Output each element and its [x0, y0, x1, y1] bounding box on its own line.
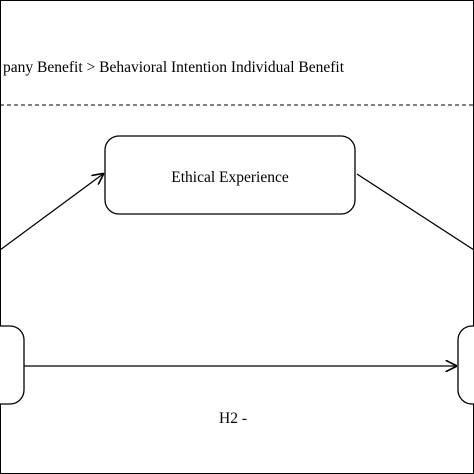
direct-path-label: H2 -	[219, 410, 247, 427]
node-left-box	[0, 325, 25, 405]
arrow-left-to-mediator	[0, 174, 103, 251]
node-ethical-experience-label: Ethical Experience	[171, 169, 289, 186]
node-ethical-experience: Ethical Experience	[104, 135, 356, 215]
arrow-mediator-to-right	[356, 173, 474, 251]
node-left	[0, 325, 25, 405]
node-right-box	[457, 325, 474, 405]
node-right	[457, 325, 474, 405]
header-text: pany Benefit > Behavioral Intention Indi…	[3, 59, 345, 76]
